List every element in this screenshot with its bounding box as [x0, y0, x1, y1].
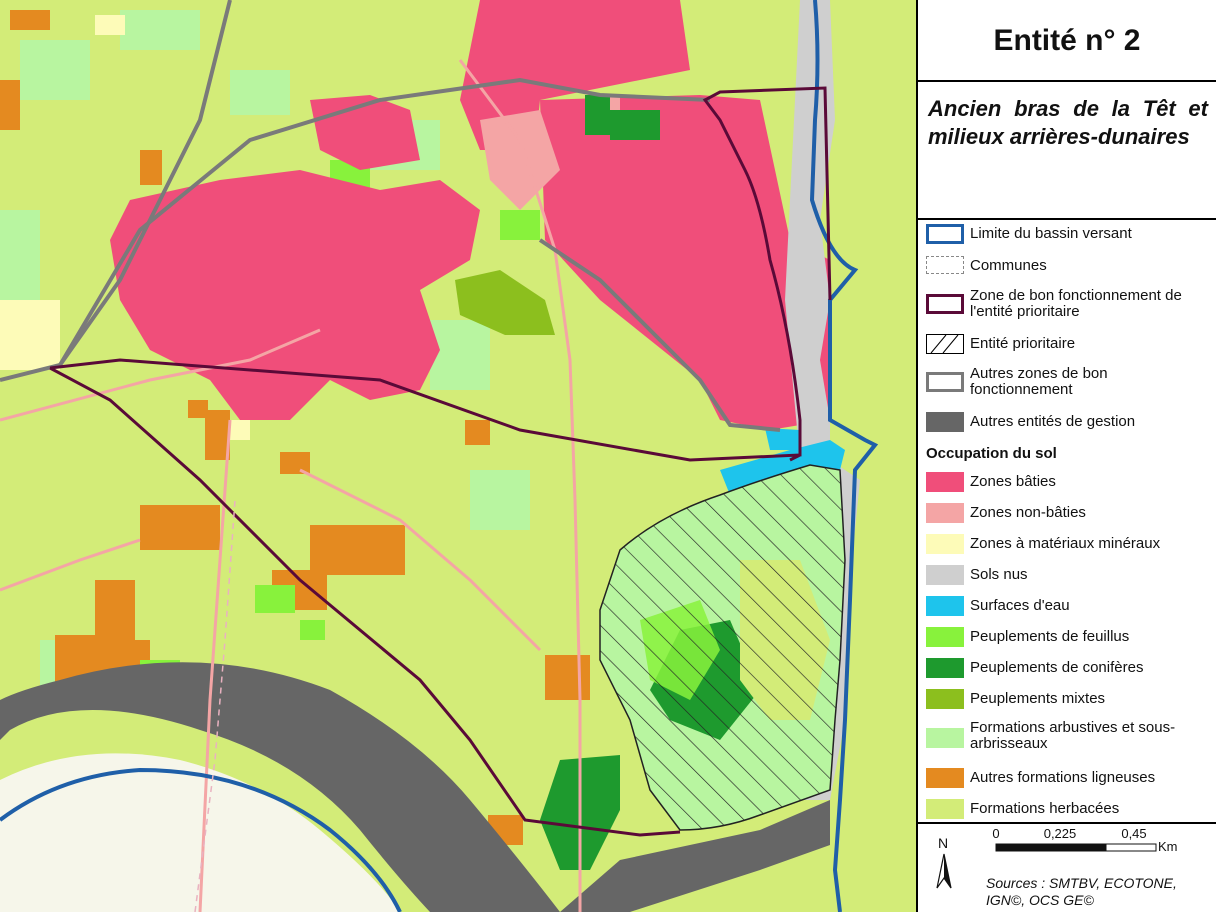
swatch — [926, 728, 964, 748]
swatch — [926, 596, 964, 616]
scale-segment-2 — [1105, 843, 1157, 852]
north-label: N — [938, 835, 948, 851]
swatch — [926, 768, 964, 788]
zone-bon-fonctionnement[interactable] — [49, 86, 832, 837]
occupation-title: Occupation du sol — [926, 445, 1057, 462]
scale-segment-1 — [995, 843, 1107, 852]
map-canvas[interactable] — [0, 0, 916, 912]
scale-unit: Km — [1158, 839, 1178, 854]
swatch — [926, 689, 964, 709]
separator — [918, 80, 1216, 82]
map-title: Entité n° 2 — [993, 24, 1141, 57]
sources-text: Sources : SMTBV, ECOTONE, IGN©, OCS GE© — [986, 875, 1177, 908]
swatch — [926, 224, 964, 244]
swatch — [926, 658, 964, 678]
swatch — [926, 294, 964, 314]
scale-bar: N 0 0,225 0,45 Km — [936, 826, 1178, 889]
separator — [918, 822, 1216, 824]
scale-tick-1: 0,225 — [1044, 826, 1077, 841]
swatch — [926, 372, 964, 392]
swatch — [926, 627, 964, 647]
map-subtitle: Ancien bras de la Têt et milieux arrière… — [928, 96, 1208, 149]
scale-tick-2: 0,45 — [1121, 826, 1146, 841]
entite-prioritaire[interactable] — [599, 464, 846, 831]
legend-panel: Entité n° 2 Ancien bras de la Têt et mil… — [916, 0, 1216, 912]
bassin-versant-limit-south[interactable] — [0, 767, 402, 912]
hatch-swatch — [926, 334, 964, 354]
swatch — [926, 412, 964, 432]
commune-boundary — [194, 499, 236, 912]
swatch — [926, 503, 964, 523]
swatch — [926, 472, 964, 492]
north-arrow-icon-fill — [944, 854, 951, 888]
swatch — [926, 799, 964, 819]
roads — [0, 59, 582, 912]
swatch — [926, 534, 964, 554]
scale-tick-0: 0 — [992, 826, 999, 841]
swatch — [926, 256, 964, 274]
separator — [918, 218, 1216, 220]
bassin-versant-limit[interactable] — [809, 0, 879, 912]
swatch — [926, 565, 964, 585]
